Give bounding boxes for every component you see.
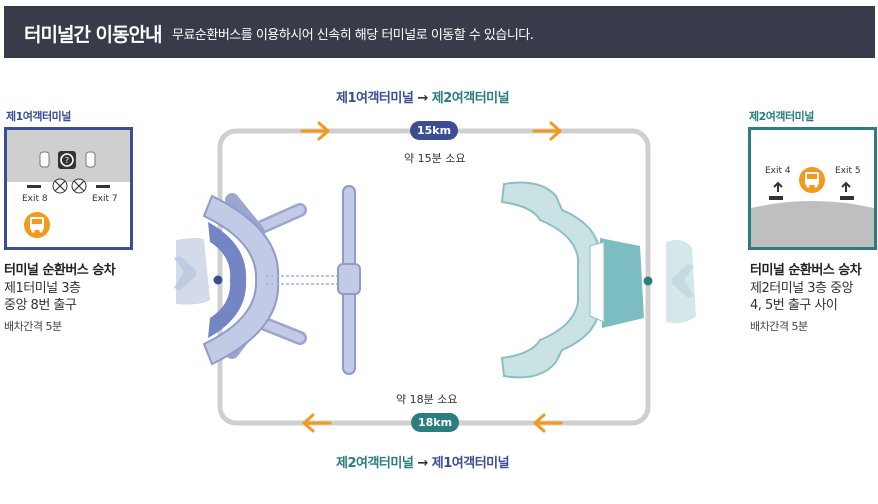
terminal2-interval: 배차간격 5분	[750, 320, 808, 333]
arrow-left-icon	[533, 413, 563, 433]
exit-label: Exit 5	[835, 166, 861, 176]
terminal1-info-line: 제1터미널 3층	[4, 281, 81, 296]
page-title: 터미널간 이동안내	[24, 24, 162, 46]
terminal2-label: 제2여객터미널	[749, 110, 814, 123]
exit-label: Exit 8	[22, 194, 48, 204]
page-subtitle: 무료순환버스를 이용하시어 신속히 해당 터미널로 이동할 수 있습니다.	[172, 28, 534, 43]
bus-icon	[799, 167, 825, 193]
terminal2-info-line: 4, 5번 출구 사이	[750, 298, 838, 313]
exit-label: Exit 4	[765, 166, 791, 176]
terminal1-map: ? Exit 8 Exit 7	[4, 127, 133, 250]
terminal1-interval: 배차간격 5분	[4, 320, 62, 333]
arrow-up-icon	[773, 181, 783, 192]
distance-badge-t2-t1: 18km	[411, 413, 459, 432]
page-header: 터미널간 이동안내 무료순환버스를 이용하시어 신속히 해당 터미널로 이동할 …	[4, 6, 875, 58]
airplane-icon	[174, 238, 210, 305]
terminal2-map: Exit 4 Exit 5	[748, 127, 877, 250]
no-entry-icon	[52, 178, 68, 194]
exit-label: Exit 7	[92, 194, 118, 204]
route-t1-to-t2-label: 제1여객터미널 → 제2여객터미널	[336, 91, 510, 106]
terminal1-info-line: 중앙 8번 출구	[4, 298, 77, 313]
distance-badge-t1-t2: 15km	[410, 121, 458, 140]
car-icon	[39, 151, 50, 168]
route-t2-to-t1-label: 제2여객터미널 → 제1여객터미널	[336, 456, 510, 471]
terminal1-label: 제1여객터미널	[6, 110, 71, 123]
arrow-right-icon	[532, 121, 562, 141]
arrow-right-icon	[300, 121, 330, 141]
info-icon: ?	[58, 151, 76, 169]
bus-icon	[24, 212, 50, 238]
arrow-left-icon	[302, 413, 332, 433]
arrow-up-icon	[841, 181, 851, 192]
terminal1-building	[202, 185, 361, 375]
terminal2-info-line: 제2터미널 3층 중앙	[750, 281, 854, 296]
duration-t2-t1: 약 18분 소요	[396, 393, 458, 406]
terminal2-building	[500, 181, 653, 379]
svg-text:?: ?	[65, 156, 69, 165]
airplane-icon	[666, 240, 696, 324]
car-icon	[85, 151, 96, 168]
terminal2-info-title: 터미널 순환버스 승차	[750, 263, 862, 278]
duration-t1-t2: 약 15분 소요	[404, 152, 466, 165]
terminal1-info-title: 터미널 순환버스 승차	[4, 263, 116, 278]
no-entry-icon	[71, 178, 87, 194]
